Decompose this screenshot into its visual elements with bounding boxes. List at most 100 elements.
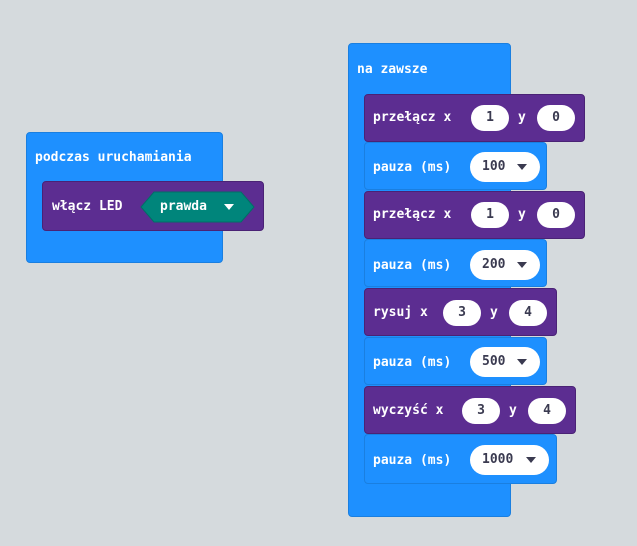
toggle-1-x-input[interactable]: 1: [471, 105, 509, 131]
grid-plus-marker: [311, 123, 320, 132]
grid-plus-marker: [311, 495, 320, 504]
grid-plus-marker: [169, 449, 178, 458]
unplot-y-input[interactable]: 4: [528, 398, 566, 424]
grid-plus-marker: [26, 263, 35, 272]
pause-2-value: 200: [482, 257, 506, 272]
grid-plus-marker: [26, 356, 35, 365]
grid-plus-marker: [216, 495, 225, 504]
grid-plus-marker: [311, 356, 320, 365]
unplot-y-label: y: [509, 403, 517, 418]
grid-plus-marker: [26, 309, 35, 318]
grid-plus-marker: [216, 356, 225, 365]
toggle-2-x-input[interactable]: 1: [471, 202, 509, 228]
grid-plus-marker: [311, 309, 320, 318]
grid-plus-marker: [121, 309, 130, 318]
grid-plus-marker: [74, 402, 83, 411]
pause-4-dropdown[interactable]: 1000: [470, 445, 549, 475]
grid-plus-marker: [549, 263, 558, 272]
grid-plus-marker: [264, 356, 273, 365]
grid-plus-marker: [596, 449, 605, 458]
grid-plus-marker: [26, 123, 35, 132]
plot-y-input[interactable]: 4: [509, 300, 547, 326]
grid-plus-marker: [596, 402, 605, 411]
grid-plus-marker: [264, 263, 273, 272]
grid-plus-marker: [311, 402, 320, 411]
grid-plus-marker: [74, 495, 83, 504]
grid-plus-marker: [121, 263, 130, 272]
toggle-2-y-label: y: [518, 207, 526, 222]
pause-1-dropdown[interactable]: 100: [470, 152, 540, 182]
grid-plus-marker: [596, 123, 605, 132]
grid-plus-marker: [264, 30, 273, 39]
unplot-x-input[interactable]: 3: [462, 398, 500, 424]
chevron-down-icon: [517, 359, 527, 365]
toggle-1-y-label: y: [518, 110, 526, 125]
chevron-down-icon: [224, 204, 234, 210]
grid-plus-marker: [169, 123, 178, 132]
grid-plus-marker: [264, 402, 273, 411]
led-value-dropdown[interactable]: [140, 191, 256, 223]
grid-plus-marker: [549, 30, 558, 39]
grid-plus-marker: [311, 77, 320, 86]
grid-plus-marker: [596, 216, 605, 225]
grid-plus-marker: [216, 123, 225, 132]
chevron-down-icon: [517, 262, 527, 268]
toggle-1-label: przełącz x: [373, 110, 452, 125]
grid-plus-marker: [311, 263, 320, 272]
grid-plus-marker: [74, 123, 83, 132]
grid-plus-marker: [121, 402, 130, 411]
pause-1-label: pauza (ms): [373, 160, 452, 175]
grid-plus-marker: [216, 30, 225, 39]
grid-plus-marker: [169, 495, 178, 504]
toggle-1-y-input[interactable]: 0: [537, 105, 575, 131]
grid-plus-marker: [74, 77, 83, 86]
grid-plus-marker: [549, 356, 558, 365]
grid-plus-marker: [121, 356, 130, 365]
grid-plus-marker: [74, 449, 83, 458]
pause-1-value: 100: [482, 159, 506, 174]
grid-plus-marker: [311, 449, 320, 458]
grid-plus-marker: [311, 170, 320, 179]
pause-2-label: pauza (ms): [373, 258, 452, 273]
grid-plus-marker: [596, 356, 605, 365]
grid-plus-marker: [264, 170, 273, 179]
grid-plus-marker: [169, 77, 178, 86]
toggle-2-y-input[interactable]: 0: [537, 202, 575, 228]
plot-y-label: y: [490, 305, 498, 320]
grid-plus-marker: [26, 495, 35, 504]
pause-3-value: 500: [482, 354, 506, 369]
unplot-label: wyczyść x: [373, 403, 444, 418]
grid-plus-marker: [359, 30, 368, 39]
pause-2-dropdown[interactable]: 200: [470, 250, 540, 280]
toggle-2-label: przełącz x: [373, 207, 452, 222]
plot-label: rysuj x: [373, 305, 428, 320]
chevron-down-icon: [517, 164, 527, 170]
led-enable-label: włącz LED: [52, 199, 123, 214]
grid-plus-marker: [74, 30, 83, 39]
grid-plus-marker: [216, 263, 225, 272]
grid-plus-marker: [549, 77, 558, 86]
grid-plus-marker: [596, 77, 605, 86]
grid-plus-marker: [169, 30, 178, 39]
plot-x-input[interactable]: 3: [443, 300, 481, 326]
grid-plus-marker: [596, 30, 605, 39]
forever-label: na zawsze: [357, 62, 428, 77]
grid-plus-marker: [169, 402, 178, 411]
grid-plus-marker: [169, 356, 178, 365]
grid-plus-marker: [264, 309, 273, 318]
grid-plus-marker: [596, 263, 605, 272]
pause-3-dropdown[interactable]: 500: [470, 347, 540, 377]
grid-plus-marker: [596, 309, 605, 318]
grid-plus-marker: [311, 216, 320, 225]
grid-plus-marker: [26, 449, 35, 458]
grid-plus-marker: [216, 402, 225, 411]
grid-plus-marker: [311, 30, 320, 39]
grid-plus-marker: [121, 77, 130, 86]
grid-plus-marker: [501, 30, 510, 39]
grid-plus-marker: [264, 449, 273, 458]
grid-plus-marker: [26, 402, 35, 411]
grid-plus-marker: [264, 495, 273, 504]
grid-plus-marker: [121, 30, 130, 39]
grid-plus-marker: [264, 123, 273, 132]
grid-plus-marker: [121, 495, 130, 504]
